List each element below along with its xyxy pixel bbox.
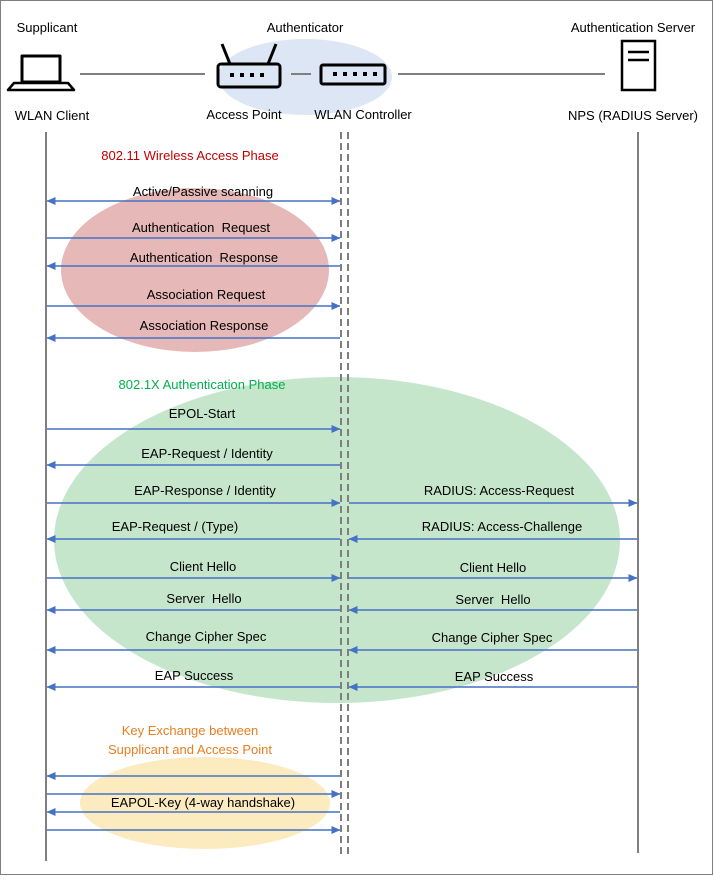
msg-eap-response-identity: EAP-Response / Identity: [134, 483, 276, 498]
msg-client-hello-right: Client Hello: [460, 560, 526, 575]
msg-auth-request: Authentication Request: [132, 220, 270, 235]
msg-radius-access-request: RADIUS: Access-Request: [424, 483, 575, 498]
server-icon: [620, 39, 657, 92]
key-exchange-title-line1: Key Exchange between: [122, 723, 259, 738]
msg-eap-request-type: EAP-Request / (Type): [112, 519, 238, 534]
nps-label: NPS (RADIUS Server): [568, 108, 698, 123]
router-icon: [216, 43, 282, 89]
msg-server-hello-left: Server Hello: [166, 591, 241, 606]
supplicant-label: Supplicant: [17, 20, 78, 35]
wlan-client-label: WLAN Client: [15, 108, 90, 123]
key-exchange-title-line2: Supplicant and Access Point: [108, 742, 272, 757]
key-exchange-ellipse: [80, 757, 330, 849]
wireless-phase-title: 802.11 Wireless Access Phase: [101, 148, 279, 163]
msg-client-hello-left: Client Hello: [170, 559, 236, 574]
authenticator-group-ellipse: [218, 39, 392, 115]
switch-icon: [319, 63, 387, 86]
laptop-icon: [6, 54, 76, 92]
access-point-label: Access Point: [206, 107, 282, 122]
msg-eap-success-right: EAP Success: [455, 669, 534, 684]
wlan-controller-label: WLAN Controller: [314, 107, 412, 122]
msg-active-passive-scanning: Active/Passive scanning: [133, 184, 273, 199]
msg-auth-response: Authentication Response: [130, 250, 278, 265]
auth-server-label: Authentication Server: [571, 20, 696, 35]
wireless-phase-ellipse: [61, 188, 329, 352]
msg-eap-success-left: EAP Success: [155, 668, 234, 683]
msg-eapol-key: EAPOL-Key (4-way handshake): [111, 795, 295, 810]
msg-change-cipher-left: Change Cipher Spec: [146, 629, 267, 644]
msg-epol-start: EPOL-Start: [169, 406, 236, 421]
msg-change-cipher-right: Change Cipher Spec: [432, 630, 553, 645]
msg-assoc-request: Association Request: [147, 287, 266, 302]
dot1x-phase-title: 802.1X Authentication Phase: [119, 377, 286, 392]
dot1x-phase-ellipse: [54, 377, 620, 703]
msg-assoc-response: Association Response: [140, 318, 269, 333]
msg-eap-request-identity: EAP-Request / Identity: [141, 446, 273, 461]
msg-radius-access-challenge: RADIUS: Access-Challenge: [422, 519, 582, 534]
msg-server-hello-right: Server Hello: [455, 592, 530, 607]
authenticator-label: Authenticator: [267, 20, 344, 35]
